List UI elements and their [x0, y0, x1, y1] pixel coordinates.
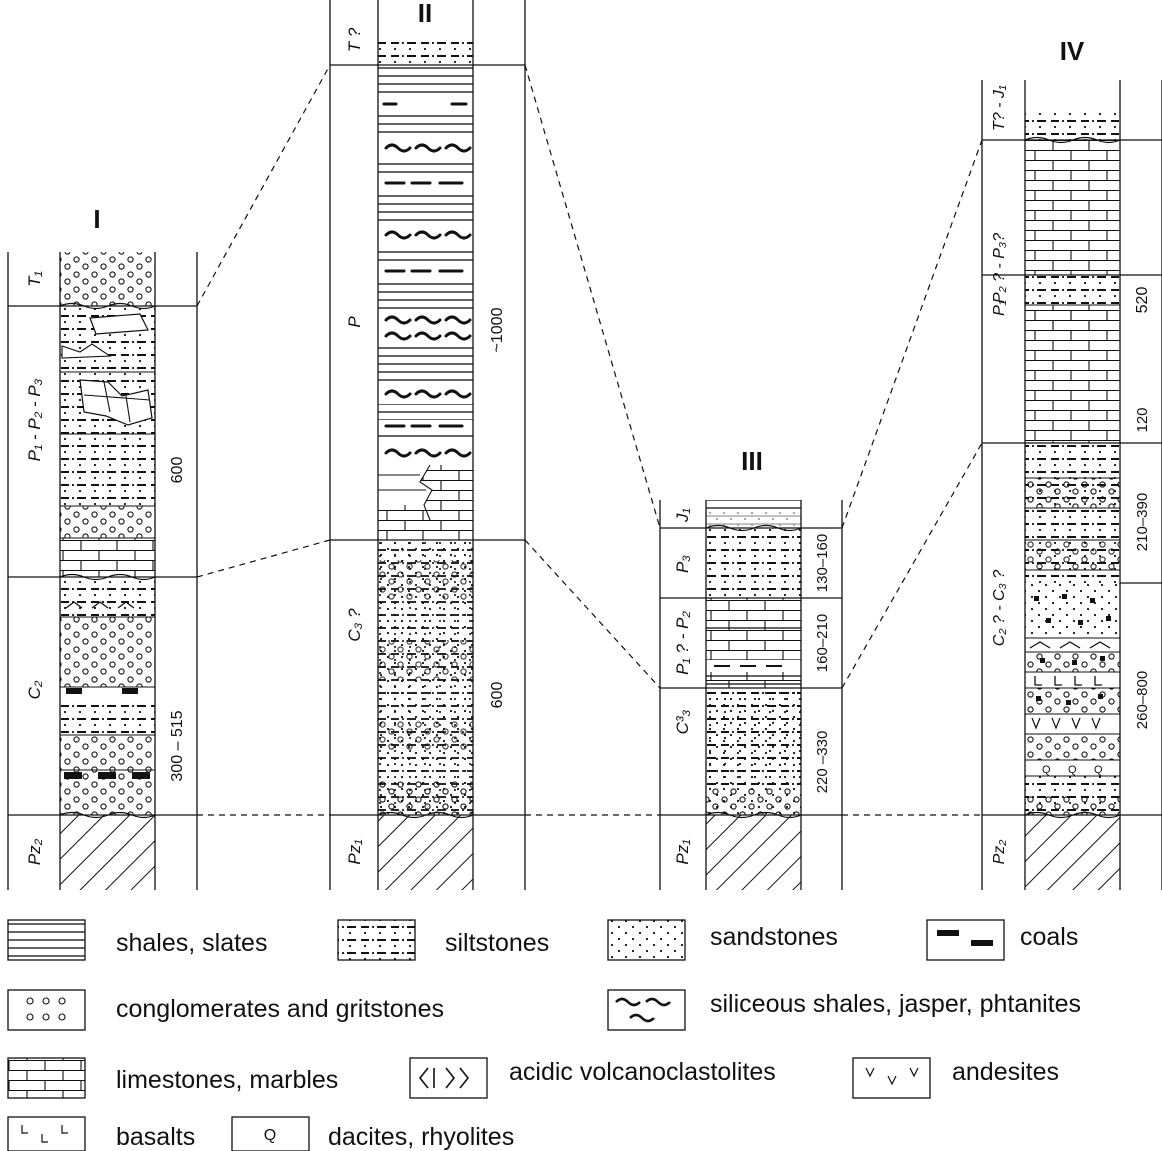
svg-text:Q: Q — [1042, 764, 1051, 776]
legend-swatch-basalts — [7, 1116, 86, 1151]
legend-label-siliceous: siliceous shales, jasper, phtanites — [710, 990, 1082, 1018]
age-label: T ? — [345, 27, 364, 52]
column-title: II — [418, 0, 432, 28]
legend-swatch-shales — [7, 919, 86, 961]
age-label: P₁ — [991, 300, 1008, 316]
thickness-label: 520 — [1134, 287, 1151, 314]
dacite-symbol: Q — [264, 1127, 276, 1144]
legend-label-dacites: dacites, rhyolites — [328, 1123, 515, 1151]
legend-label-siltstones: siltstones — [445, 929, 550, 957]
age-label: T? - J₁ — [991, 85, 1008, 131]
column-title: I — [93, 204, 100, 234]
thickness-label: 300 – 515 — [169, 710, 186, 781]
thickness-label: 210–390 — [1134, 493, 1151, 551]
thickness-label: 120 — [1134, 407, 1151, 432]
thickness-label: 130–160 — [814, 534, 831, 592]
age-label: P — [345, 316, 364, 328]
thickness-label: ~1000 — [489, 307, 506, 352]
legend-swatch-sandstones — [607, 919, 686, 961]
column-title: IV — [1060, 36, 1085, 66]
svg-text:Q: Q — [1094, 764, 1103, 776]
age-label: Pz₁ — [673, 839, 692, 864]
thickness-label: 260–800 — [1134, 671, 1151, 729]
age-label: J₁ — [673, 508, 692, 523]
legend-swatch-siltstones — [337, 919, 416, 961]
legend-swatch-acidic — [409, 1057, 488, 1099]
legend-label-acidic: acidic volcanoclastolites — [509, 1058, 776, 1086]
legend-swatch-dacites: Q — [231, 1116, 310, 1151]
thickness-label: 600 — [169, 457, 186, 484]
column-IV: IV Q Q Q — [981, 36, 1162, 890]
legend-label-shales: shales, slates — [116, 929, 268, 957]
age-label: P₁ ? - P₂ — [673, 611, 692, 675]
thickness-label: 220 –330 — [814, 731, 831, 794]
age-label: Pz₁ — [345, 839, 364, 864]
legend-swatch-andesites — [852, 1057, 931, 1099]
age-label: P₁ - P₂ - P₃ — [25, 378, 44, 461]
legend-swatch-siliceous — [607, 989, 686, 1031]
legend-label-coals: coals — [1020, 923, 1079, 951]
svg-text:Q: Q — [1068, 764, 1077, 776]
age-label: P₂ ? - P₃? — [991, 233, 1008, 303]
age-label: C₂ ? - C₃ ? — [991, 570, 1008, 647]
legend-label-basalts: basalts — [116, 1123, 196, 1151]
legend-swatch-conglomerates — [7, 989, 86, 1031]
age-label: P₃ — [673, 555, 692, 573]
correlation-lines — [196, 64, 983, 816]
legend-label-andesites: andesites — [952, 1058, 1060, 1086]
age-label: T₁ — [25, 271, 44, 287]
legend-swatch-limestones — [7, 1057, 86, 1099]
thickness-label: 160–210 — [814, 614, 831, 672]
legend-swatch-coals — [926, 919, 1005, 961]
legend-swatches: Q — [7, 919, 1005, 1151]
age-label: C₃ ? — [345, 608, 364, 642]
age-label: Pz₂ — [991, 840, 1008, 865]
column-II: II — [329, 0, 526, 890]
column-III: III J₁ P₃ 130–160 P₁ ? - P₂ 160–210 — [659, 446, 843, 890]
column-title: III — [741, 446, 763, 476]
thickness-label: 600 — [489, 682, 506, 709]
age-label: Pz₂ — [25, 838, 44, 865]
legend-label-sandstones: sandstones — [710, 923, 838, 951]
legend-label-limestones: limestones, marbles — [116, 1066, 339, 1094]
age-label: C³₃ — [673, 709, 692, 734]
column-I: I — [7, 204, 198, 890]
legend-label-conglomerates: conglomerates and gritstones — [116, 995, 444, 1023]
age-label: C₂ — [25, 680, 44, 699]
